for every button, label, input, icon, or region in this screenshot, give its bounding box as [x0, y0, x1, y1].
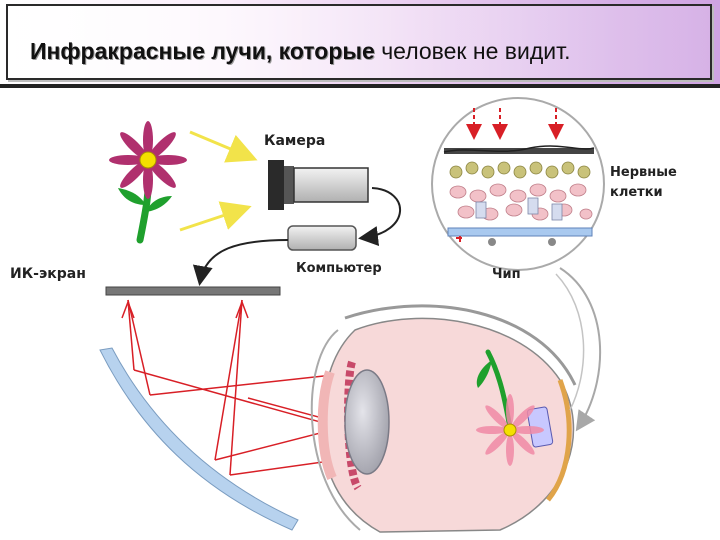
- light-arrow-lower: [179, 201, 252, 232]
- title-bold-part: Инфракрасные лучи, которые: [30, 38, 375, 64]
- light-arrow-upper: [189, 130, 258, 163]
- title-bar: Инфракрасные лучи, которые человек не ви…: [0, 0, 720, 88]
- label-chip: Чип: [492, 267, 521, 282]
- label-nerve-cells-line2: клетки: [610, 185, 663, 200]
- title-normal-part: человек не видит.: [374, 38, 571, 64]
- eyeball-illustration: [310, 304, 577, 533]
- glasses-mirror: [99, 347, 299, 531]
- label-nerve-cells-line1: Нервные: [610, 165, 677, 180]
- callout-line-inner: [555, 273, 585, 411]
- computer-illustration: [287, 225, 357, 251]
- arrow-camera-to-computer: [358, 187, 401, 247]
- title-underline: [0, 84, 720, 88]
- label-ir-screen: ИК-экран: [10, 266, 86, 282]
- retina-flower-image: [476, 349, 544, 466]
- camera-illustration: [268, 160, 369, 210]
- flower-illustration: [109, 121, 187, 244]
- ir-screen: [105, 286, 281, 296]
- slide-title: Инфракрасные лучи, которые человек не ви…: [30, 38, 570, 65]
- arrow-computer-to-screen: [192, 239, 289, 286]
- title-panel: [6, 4, 712, 80]
- callout-line-outer: [559, 267, 602, 432]
- label-computer: Компьютер: [296, 261, 382, 276]
- retina-closeup: [431, 97, 605, 271]
- label-camera: Камера: [264, 133, 325, 149]
- eye-lens: [344, 369, 390, 475]
